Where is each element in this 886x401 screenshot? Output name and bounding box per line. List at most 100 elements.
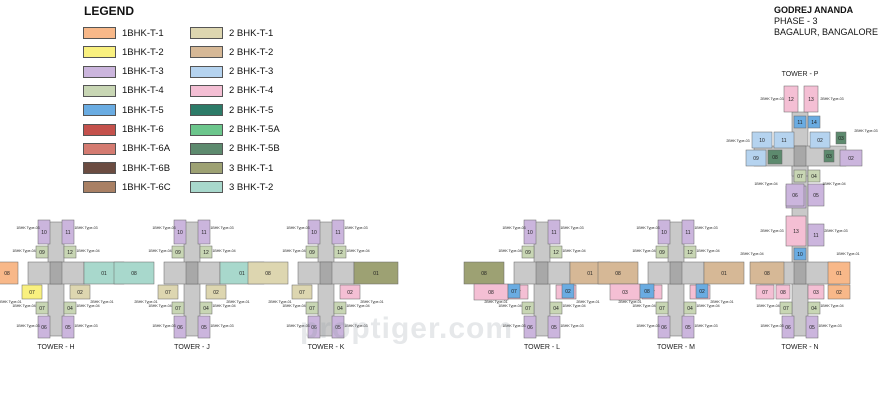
tower-label: TOWER - N [781,344,818,351]
unit-number: 12 [687,250,693,256]
legend-swatch [190,123,223,136]
unit-block [703,261,745,285]
legend-item: 1BHK-T-6B [83,162,170,175]
unit-block [61,219,75,245]
unit-number: 13 [793,229,799,235]
legend-label: 2 BHK-T-4 [229,85,274,97]
unit-block [37,315,51,339]
unit-block [291,284,313,300]
unit-type-tag: 1BHK Type-03 [16,324,39,328]
unit-number: 07 [165,290,171,296]
unit-number: 09 [175,250,181,256]
unit-number: 05 [813,193,819,199]
unit-type-tag: 2BHK Type-03 [824,229,847,233]
tower-label: TOWER - K [308,344,345,351]
unit-number: 04 [553,306,559,312]
unit-number: 01 [721,271,727,277]
unit-block [823,149,835,163]
unit-type-tag: 1BHK Type-04 [346,304,369,308]
unit-type-tag: 1BHK Type-04 [346,249,369,253]
unit-block [333,245,347,259]
unit-block [807,301,821,315]
legend-swatch [83,104,116,117]
unit-block [793,115,807,129]
legend-swatch [83,46,116,59]
unit-type-tag: 2BHK Type-01 [134,300,157,304]
unit-block [199,245,213,259]
unit-type-tag: 2BHK Type-01 [360,300,383,304]
unit-block [173,315,187,339]
unit-number: 10 [41,230,47,236]
unit-type-tag: 1BHK Type-03 [502,226,525,230]
unit-number: 02 [77,290,83,296]
legend-item: 2 BHK-T-5A [190,123,280,136]
unit-number: 03 [826,154,832,160]
unit-block [793,169,807,183]
unit-type-tag: 2BHK Type-03 [820,97,843,101]
legend-item: 1BHK-T-1 [83,27,164,39]
legend-label: 2 BHK-T-3 [229,66,274,78]
legend-swatch [83,123,116,136]
unit-number: 09 [525,250,531,256]
legend-label: 1BHK-T-5 [122,104,164,116]
unit-block [751,131,773,149]
unit-number: 05 [335,325,341,331]
unit-block [655,301,669,315]
unit-number: 03 [813,290,819,296]
unit-type-tag: 1BHK Type-03 [16,226,39,230]
unit-number: 10 [311,230,317,236]
unit-type-tag: 1BHK Type-03 [560,324,583,328]
unit-type-tag: 1BHK Type-04 [820,304,843,308]
unit-number: 08 [772,155,778,161]
unit-type-tag: 1BHK Type-04 [212,304,235,308]
legend-swatch [83,142,116,155]
unit-number: 03 [622,290,628,296]
unit-number: 09 [659,250,665,256]
unit-type-tag: 2BHK Type-03 [760,229,783,233]
unit-type-tag: 1BHK Type-03 [560,226,583,230]
legend-item: 2 BHK-T-1 [190,27,273,39]
legend-item: 1BHK-T-6A [83,142,170,155]
unit-number: 11 [65,230,70,236]
legend-label: 1BHK-T-4 [122,85,164,97]
unit-block [767,149,783,165]
unit-number: 08 [488,290,494,296]
legend-swatch [190,162,223,175]
unit-type-tag: 1BHK Type-04 [822,182,845,186]
unit-type-tag: 1BHK Type-03 [74,226,97,230]
unit-number: 08 [764,271,770,277]
unit-number: 02 [213,290,219,296]
unit-type-tag: 1BHK Type-04 [498,304,521,308]
unit-type-tag: 1BHK Type-03 [344,226,367,230]
legend-swatch [83,181,116,194]
unit-number: 06 [41,325,47,331]
unit-block [0,261,19,285]
unit-block [803,85,819,113]
unit-number: 14 [811,120,817,126]
lift-core [793,261,807,285]
unit-number: 02 [347,290,353,296]
unit-type-tag: 1BHK Type-04 [632,249,655,253]
unit-number: 10 [797,252,803,258]
unit-type-tag: 1BHK Type-03 [210,324,233,328]
legend-label: 1BHK-T-6 [122,124,164,135]
unit-block [755,284,775,300]
unit-type-tag: 1BHK Type-04 [754,182,777,186]
unit-type-tag: 1BHK Type-03 [636,324,659,328]
unit-block [521,301,535,315]
unit-type-tag: 1BHK Type-01 [836,252,859,256]
unit-block [173,219,187,245]
legend-swatch [190,84,223,97]
unit-block [779,301,793,315]
unit-block [807,223,825,247]
legend-label: 1BHK-T-6C [122,181,171,193]
unit-block [827,261,851,285]
unit-type-tag: 1BHK Type-04 [562,249,585,253]
unit-block [521,245,535,259]
unit-type-tag: 1BHK Type-03 [74,324,97,328]
legend-label: 3 BHK-T-1 [229,162,274,174]
unit-number: 05 [551,325,557,331]
unit-block [793,247,807,261]
unit-type-tag: 2BHK Type-04 [740,252,763,256]
legend-item: 2 BHK-T-5B [190,142,280,155]
